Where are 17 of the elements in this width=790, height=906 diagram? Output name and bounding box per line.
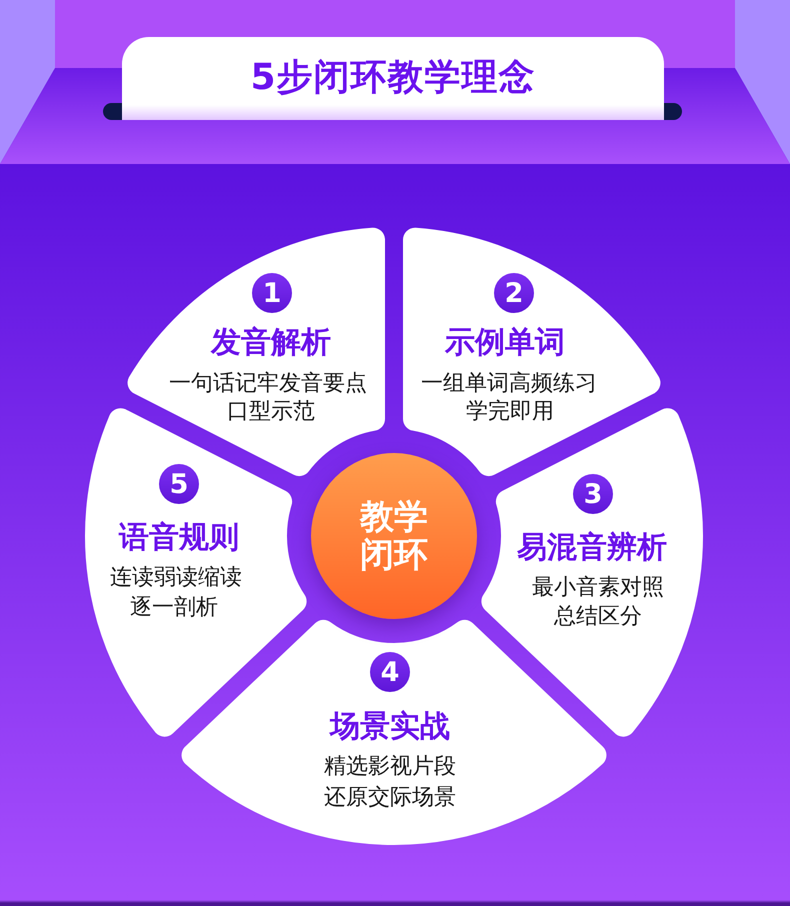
segment-text: 口型示范 xyxy=(227,401,315,423)
segment-text: 连读弱读缩读 xyxy=(110,567,242,589)
title: 5步闭环教学理念 xyxy=(250,60,536,96)
segment-text: 还原交际场景 xyxy=(324,787,456,809)
segment-heading: 易混音辨析 xyxy=(517,533,667,563)
segment-text: 精选影视片段 xyxy=(324,756,456,778)
segment-heading: 示例单词 xyxy=(445,328,565,358)
segment-heading: 发音解析 xyxy=(211,328,331,358)
segment-text: 逐一剖析 xyxy=(130,597,218,619)
segment-text: 一组单词高频练习 xyxy=(421,373,597,395)
segment-text: 总结区分 xyxy=(554,606,642,628)
segment-heading: 语音规则 xyxy=(119,523,239,553)
segment-heading: 场景实战 xyxy=(330,712,450,742)
segment-text: 一句话记牢发音要点 xyxy=(169,373,367,395)
segment-text: 最小音素对照 xyxy=(532,577,664,599)
hub-circle: 教学闭环 xyxy=(311,453,477,619)
segment-text: 学完即用 xyxy=(466,401,554,423)
